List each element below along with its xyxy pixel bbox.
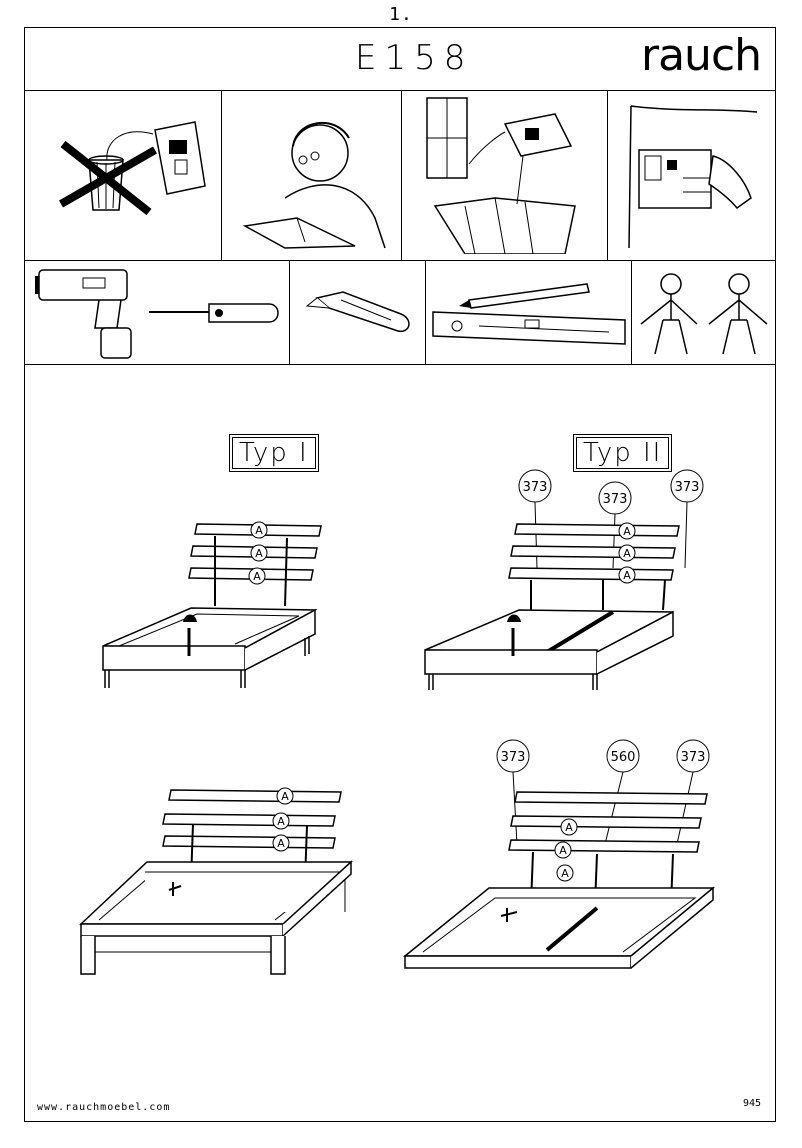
- svg-text:A: A: [253, 570, 261, 583]
- document-code: 945: [743, 1098, 762, 1109]
- drill-screwdriver-icon: [35, 269, 279, 359]
- typ2-bed-frame-diagram: 373 560 373 A A A: [402, 739, 716, 969]
- svg-text:A: A: [281, 790, 289, 803]
- brand-logo: rauch: [641, 30, 762, 81]
- page-number: 1.: [389, 4, 413, 25]
- slat-label-icon: [250, 521, 268, 539]
- slat-label-icon: [248, 567, 266, 585]
- ref-373-right: 373: [675, 480, 700, 495]
- instruction-sheet: E158 rauch: [24, 27, 776, 1122]
- typ1-bed-frame-diagram: A A A: [79, 787, 353, 975]
- typ1-label: Typ I: [229, 434, 319, 472]
- svg-text:A: A: [255, 547, 263, 560]
- svg-text:A: A: [561, 867, 569, 880]
- divider: [631, 260, 632, 364]
- reference-label-icon: [628, 105, 758, 248]
- ref-373-left: 373: [523, 480, 548, 495]
- svg-text:A: A: [277, 815, 285, 828]
- divider: [25, 364, 775, 365]
- pencil-and-level-icon: [432, 283, 626, 345]
- read-manual-icon: [242, 121, 386, 249]
- divider: [401, 90, 402, 260]
- svg-text:A: A: [623, 547, 631, 560]
- ref-560-center: 560: [611, 750, 636, 765]
- divider: [25, 90, 775, 91]
- no-trash-icon: [59, 121, 206, 216]
- ref-373-right: 373: [681, 750, 706, 765]
- ref-373-middle: 373: [603, 492, 628, 507]
- model-number: E158: [355, 38, 474, 78]
- check-parts-icon: [426, 97, 576, 254]
- svg-text:A: A: [255, 524, 263, 537]
- typ2-label: Typ II: [573, 434, 673, 472]
- ref-373-left: 373: [501, 750, 526, 765]
- divider: [425, 260, 426, 364]
- divider: [289, 260, 290, 364]
- divider: [607, 90, 608, 260]
- divider: [25, 260, 775, 261]
- typ1-bed-headboard-diagram: A A A: [102, 521, 322, 688]
- typ2-bed-headboard-diagram: 373 373 373 A A A: [424, 469, 704, 690]
- svg-text:A: A: [559, 844, 567, 857]
- svg-text:A: A: [623, 525, 631, 538]
- two-persons-icon: [640, 273, 768, 355]
- website-link[interactable]: www.rauchmoebel.com: [37, 1102, 171, 1113]
- svg-text:A: A: [277, 837, 285, 850]
- utility-knife-icon: [305, 291, 410, 333]
- svg-text:A: A: [565, 821, 573, 834]
- slat-label-icon: [250, 544, 268, 562]
- divider: [221, 90, 222, 260]
- svg-text:A: A: [623, 569, 631, 582]
